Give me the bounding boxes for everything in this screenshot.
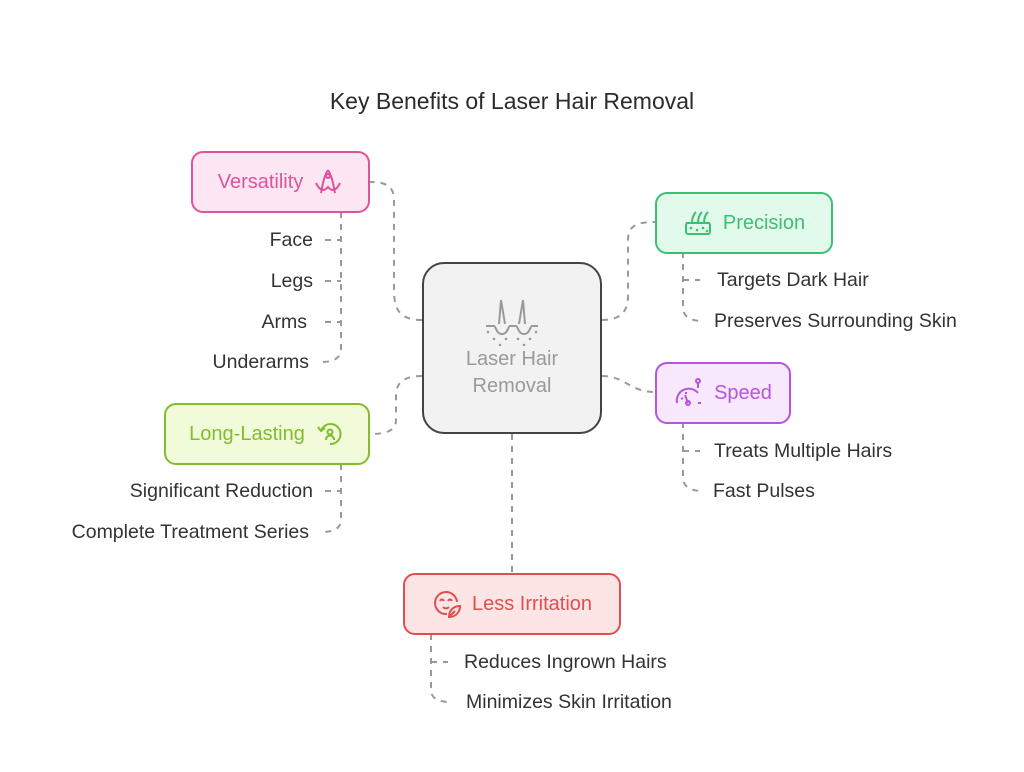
connector-versatility-items [321, 212, 342, 363]
connector-longlasting-items [321, 464, 342, 533]
speedometer-icon [675, 378, 702, 406]
versatility-item-underarms: Underarms [212, 351, 309, 373]
connector-center-precision [601, 221, 656, 321]
node-speed-label: Speed [714, 381, 772, 404]
node-precision-label: Precision [722, 211, 806, 234]
connector-lessirritation-items [430, 634, 451, 703]
precision-item-preserves-surrounding-skin: Preserves Surrounding Skin [714, 310, 957, 332]
long-lasting-item-significant-reduction: Significant Reduction [129, 480, 313, 502]
node-less-irritation: Less Irritation [403, 573, 621, 635]
calm-face-leaf-icon [434, 591, 461, 619]
center-label-line2: Removal [472, 375, 552, 397]
diagram-title: Key Benefits of Laser Hair Removal [329, 88, 695, 114]
node-versatility: Versatility [191, 151, 370, 213]
versatility-item-face: Face [269, 229, 313, 251]
node-long-lasting-label: Long-Lasting [189, 422, 305, 445]
node-less-irritation-label: Less Irritation [471, 592, 593, 615]
speed-item-fast-pulses: Fast Pulses [713, 480, 815, 502]
node-versatility-label: Versatility [217, 170, 304, 193]
less-irritation-item-minimizes-skin-irritation: Minimizes Skin Irritation [466, 691, 672, 713]
hair-strands-icon [315, 169, 342, 194]
center-node-laser-hair-removal: Laser Hair Removal [422, 262, 602, 434]
speed-item-treats-multiple-hairs: Treats Multiple Hairs [714, 440, 893, 462]
center-label-line1: Laser Hair [465, 348, 559, 370]
connector-center-versatility [369, 181, 423, 321]
connector-speed-items [682, 422, 703, 492]
skin-layer-icon [684, 211, 711, 235]
hair-follicle-icon [486, 299, 538, 346]
node-precision: Precision [655, 192, 833, 254]
versatility-item-legs: Legs [270, 270, 313, 292]
connector-center-speed [601, 375, 656, 393]
node-speed: Speed [655, 362, 791, 424]
long-lasting-item-complete-treatment-series: Complete Treatment Series [71, 521, 309, 543]
versatility-item-arms: Arms [261, 311, 308, 333]
less-irritation-item-reduces-ingrown-hairs: Reduces Ingrown Hairs [464, 651, 667, 673]
node-long-lasting: Long-Lasting [164, 403, 370, 465]
cycle-arrow-icon [317, 423, 342, 446]
connector-precision-items [682, 252, 703, 322]
precision-item-targets-dark-hair: Targets Dark Hair [717, 269, 869, 291]
connector-center-longlasting [369, 375, 423, 435]
